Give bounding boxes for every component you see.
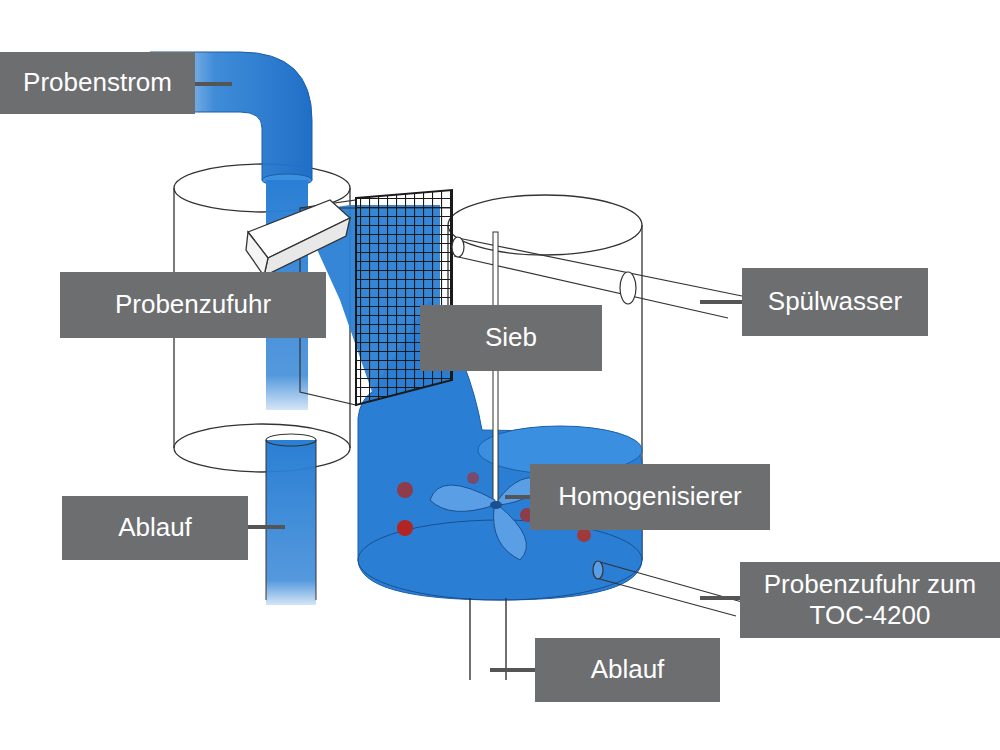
leader-lines [195,84,742,670]
label-text: Homogenisierer [558,481,742,512]
toc-feed-pipe [593,561,742,616]
part-label: Ablauf [535,638,720,702]
label-text: Probenzufuhr [115,289,271,320]
label-text: Probenzufuhr zum TOC-4200 [752,569,988,631]
part-label: Ablauf [62,496,248,560]
label-text: Sieb [485,322,537,353]
part-label: Probenstrom [0,52,195,114]
left-drain [266,434,316,605]
label-text: Ablauf [118,512,192,543]
label-text: Probenstrom [23,67,172,98]
right-drain [470,598,506,680]
sieve [356,190,452,405]
part-label: Sieb [420,305,602,371]
label-text: Ablauf [591,654,665,685]
part-label: Homogenisierer [530,464,770,530]
part-label: Probenzufuhr [60,272,326,338]
part-label: Probenzufuhr zum TOC-4200 [740,562,1000,638]
part-label: Spülwasser [742,268,928,336]
homogenizer [430,232,545,560]
label-text: Spülwasser [768,286,902,317]
